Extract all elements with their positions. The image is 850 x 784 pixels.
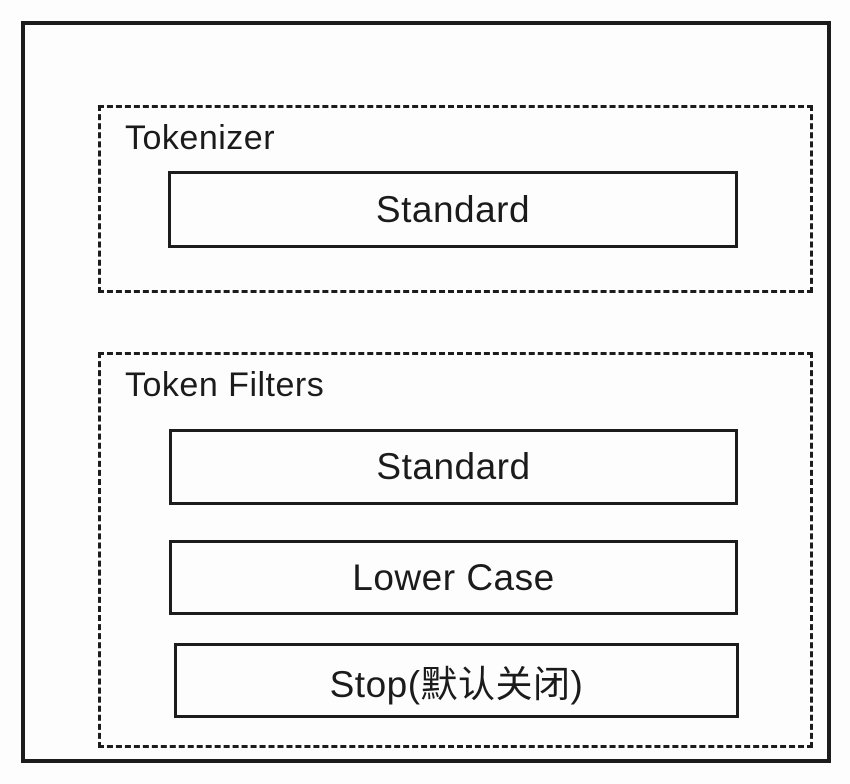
token-filter-stop-node-label: Stop(默认关闭) — [329, 663, 584, 705]
outer-frame: Tokenizer Standard Token Filters Standar… — [21, 21, 831, 763]
tokenizer-standard-node-label: Standard — [375, 188, 531, 230]
tokenizer-section-label: Tokenizer — [125, 119, 276, 157]
token-filter-standard-node: Standard — [169, 429, 738, 505]
token-filter-standard-node-label: Standard — [376, 446, 531, 487]
tokenizer-standard-node: Standard — [168, 171, 738, 248]
token-filters-section: Token Filters Standard Lower Case Stop(默… — [98, 352, 813, 748]
token-filter-lowercase-node-label: Lower Case — [352, 556, 555, 598]
token-filters-section-label: Token Filters — [125, 366, 325, 404]
token-filter-lowercase-node: Lower Case — [169, 540, 738, 615]
token-filter-stop-node: Stop(默认关闭) — [174, 643, 739, 718]
tokenizer-section: Tokenizer Standard — [98, 105, 813, 293]
